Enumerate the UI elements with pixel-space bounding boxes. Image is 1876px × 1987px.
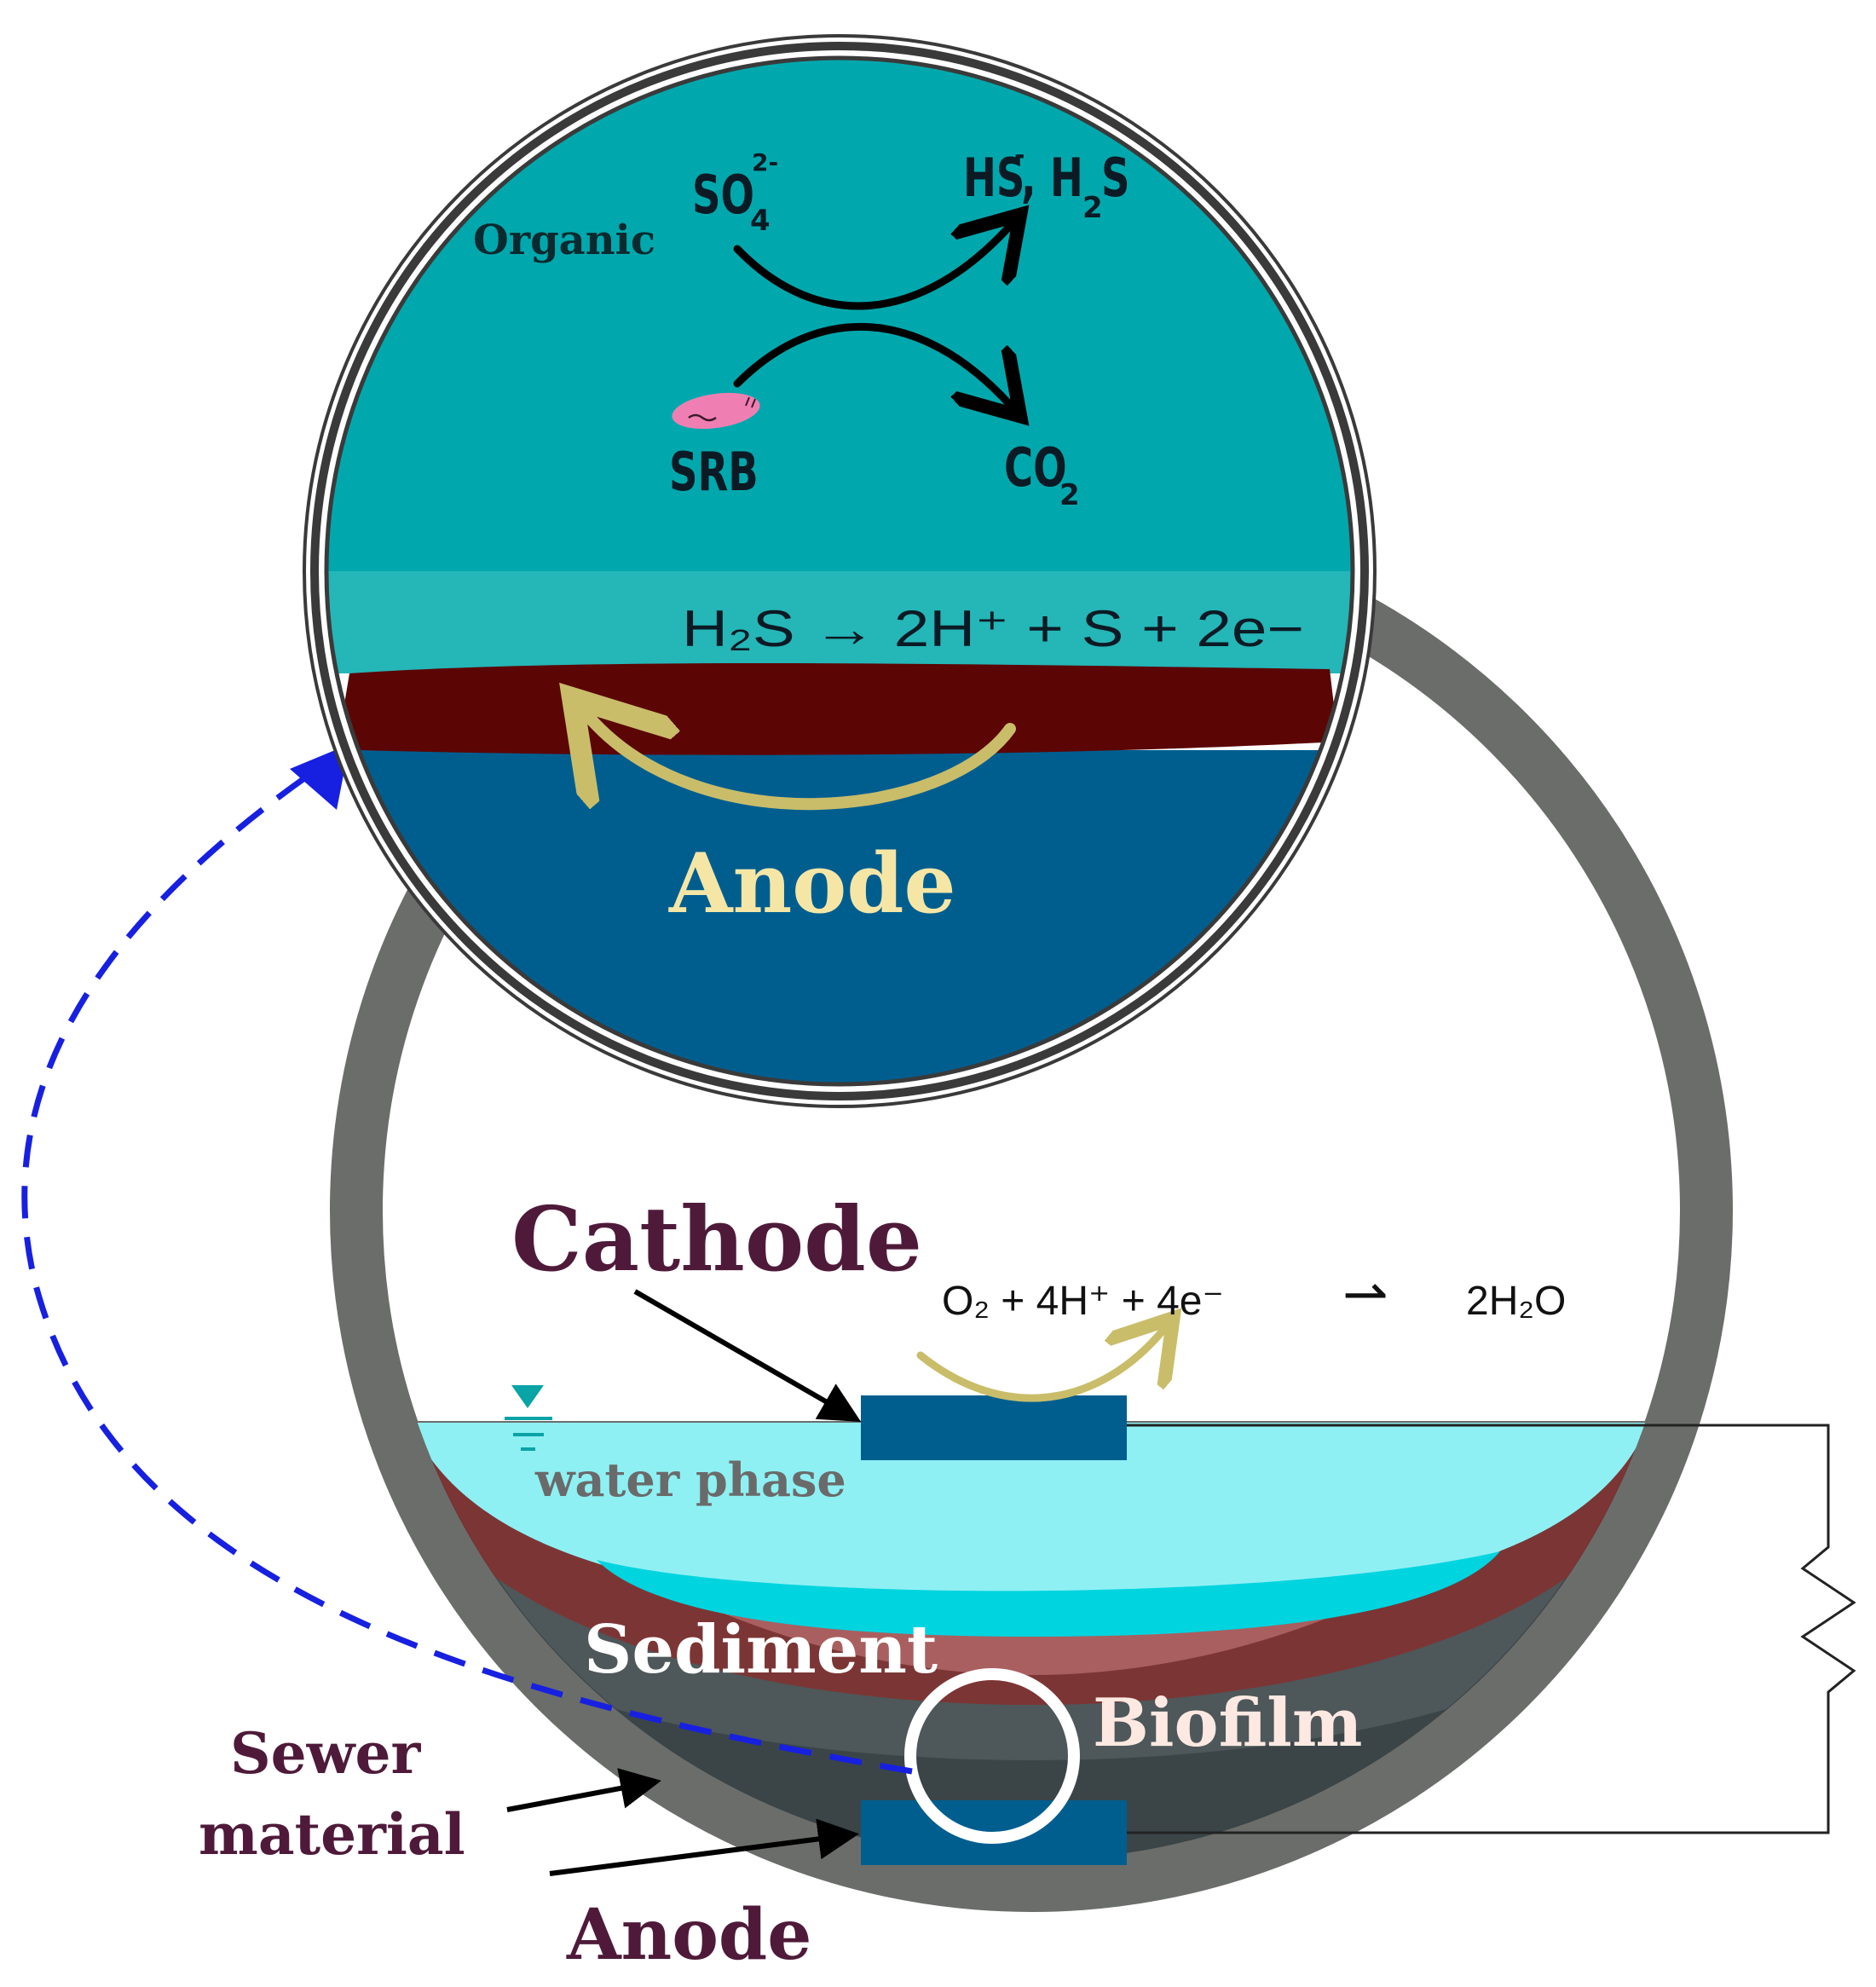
biofilm-electron-arrow xyxy=(588,716,1016,811)
sewer-material-label-line2: material xyxy=(199,1801,465,1868)
inset-biofilm-band xyxy=(341,663,1338,755)
cathode-reaction-arrow: ⇀ xyxy=(1342,1263,1388,1325)
hs-superscript: - xyxy=(1014,141,1025,170)
anode-pointer-arrow xyxy=(549,1818,859,1876)
inset-border-inner xyxy=(324,55,1355,1087)
water-deep-band xyxy=(597,1551,1500,1637)
water-phase-label: water phase xyxy=(534,1453,846,1507)
sewer-material-label-line1: Sewer xyxy=(230,1720,421,1787)
biofilm-highlight-circle xyxy=(904,1668,1080,1844)
sulfate-reduction-arrow xyxy=(733,226,1010,310)
zoom-arrow-head xyxy=(290,744,349,810)
organic-label: Organic xyxy=(473,217,655,264)
co2-subscript: 2 xyxy=(1059,478,1080,512)
h2s-label: , H xyxy=(1021,147,1083,208)
srb-label: SRB xyxy=(669,441,759,502)
hs-label: HS xyxy=(963,147,1025,208)
h2s-s-label: S xyxy=(1101,147,1129,208)
sediment-label: Sediment xyxy=(584,1611,938,1689)
zoom-dashed-arrow xyxy=(21,756,913,1775)
cathode-label: Cathode xyxy=(511,1187,922,1291)
h2s-subscript: 2 xyxy=(1082,191,1103,225)
organic-oxidation-arrow xyxy=(733,322,1010,405)
circuit-wire xyxy=(1127,1424,1856,1834)
sulfate-superscript: 2- xyxy=(752,148,778,176)
cathode-reaction-reactants: O₂ + 4H⁺ + 4e⁻ xyxy=(942,1279,1224,1324)
water-level-icon xyxy=(505,1385,552,1451)
sewer-material-pointer-arrow xyxy=(506,1768,661,1812)
anode-label: Anode xyxy=(566,1894,811,1976)
circuit xyxy=(861,1395,1856,1865)
sulfate-label: SO xyxy=(692,164,754,225)
water-phase xyxy=(409,1422,1649,1611)
biofilm-label: Biofilm xyxy=(1093,1684,1362,1762)
sediment-layer xyxy=(418,1424,1645,1705)
inset-border-outer xyxy=(310,42,1369,1100)
anode-oxidation-reaction: H₂S → 2H⁺ + S + 2e− xyxy=(682,600,1304,657)
inset-anode-label: Anode xyxy=(668,835,956,932)
cathode-electron-arrow xyxy=(916,1330,1163,1402)
cathode-pointer-arrow xyxy=(633,1289,862,1422)
cathode-electrode xyxy=(861,1395,1127,1460)
inset-interface-band xyxy=(328,571,1351,673)
sulfate-subscript: 4 xyxy=(750,204,771,238)
srb-bacterium-icon xyxy=(672,392,760,430)
cathode-reaction-products: 2H₂O xyxy=(1466,1279,1566,1324)
co2-label: CO xyxy=(1004,436,1067,498)
